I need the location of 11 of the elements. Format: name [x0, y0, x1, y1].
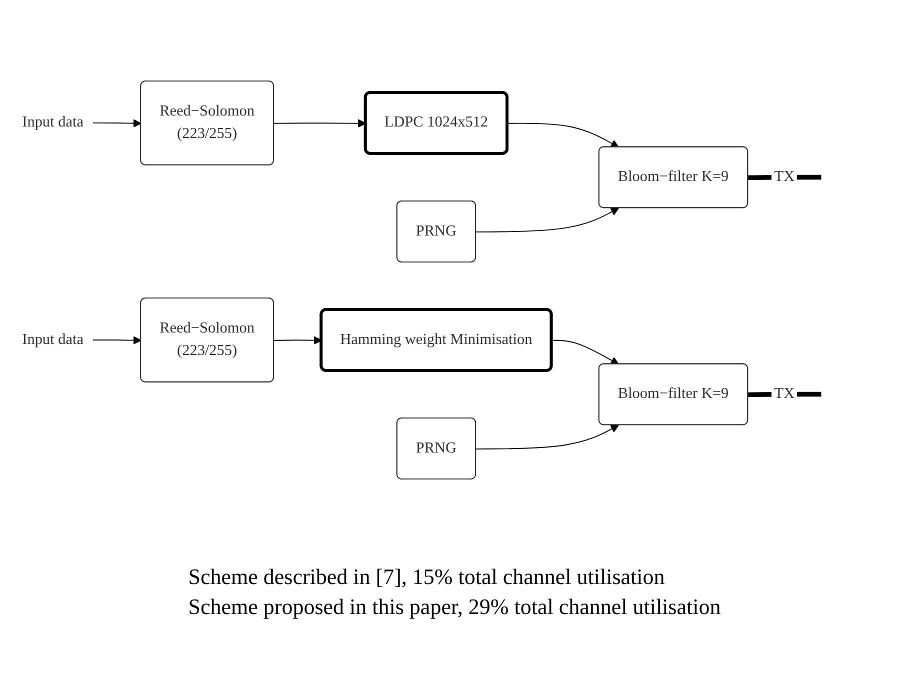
arrow — [475, 208, 618, 232]
arrow — [550, 340, 618, 365]
arrow — [92, 119, 141, 128]
edge-label: TX — [774, 168, 794, 185]
arrow — [92, 336, 141, 344]
caption-text: Scheme proposed in this paper, 29% total channel utilisation — [188, 594, 721, 620]
arrow — [475, 424, 618, 450]
arrow — [506, 122, 618, 148]
caption-text: Scheme described in [7], 15% total channel utilisation — [188, 564, 666, 590]
arrow — [273, 336, 322, 344]
edge-label: TX — [774, 386, 794, 402]
